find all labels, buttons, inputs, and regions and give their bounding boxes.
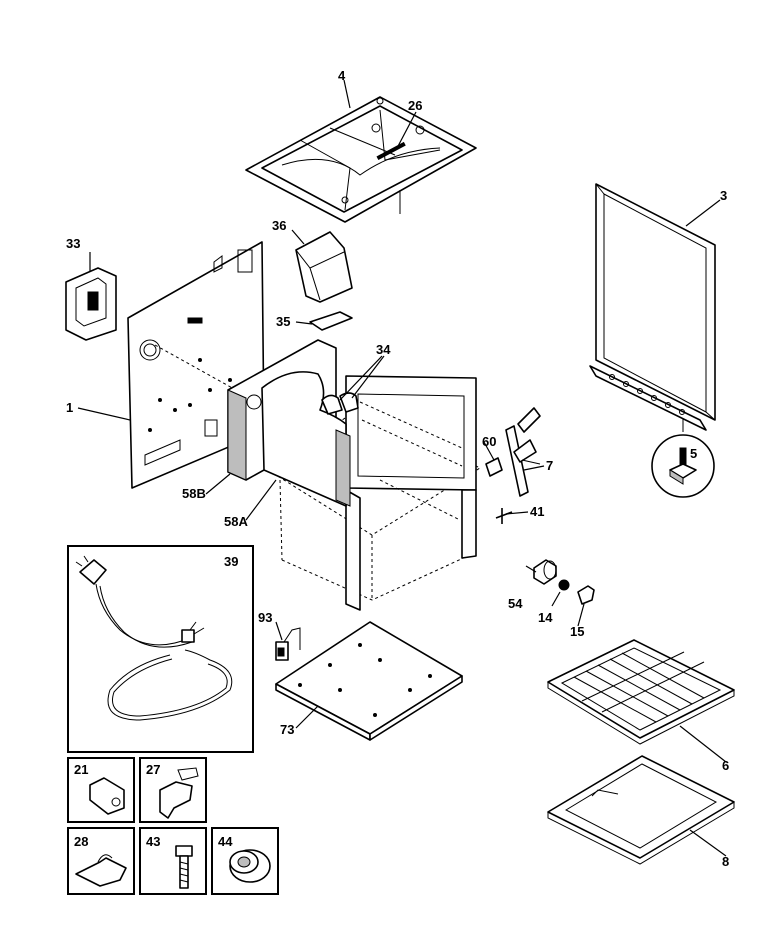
callout-43: 43	[146, 834, 160, 849]
callout-26: 26	[408, 98, 422, 113]
part-44-grommet-box	[211, 827, 279, 895]
callout-3: 3	[720, 188, 727, 203]
callout-39: 39	[224, 554, 238, 569]
callout-1: 1	[66, 400, 73, 415]
part-43-screw-box	[139, 827, 207, 895]
part-14-spring	[558, 579, 570, 591]
part-60-hinge-clip	[485, 457, 503, 477]
part-73-bottom-plate	[275, 621, 463, 741]
part-8-broiler-pan	[547, 755, 735, 865]
part-34-clips	[321, 392, 359, 415]
callout-60: 60	[482, 434, 496, 449]
callout-35: 35	[276, 314, 290, 329]
part-54-bezel	[533, 559, 557, 585]
part-15-knob	[577, 585, 595, 605]
part-21-clip-box	[67, 757, 135, 823]
callout-28: 28	[74, 834, 88, 849]
oven-body	[267, 375, 482, 611]
part-41-screw	[495, 508, 513, 524]
callout-4: 4	[338, 68, 346, 83]
part-58a-insulation	[261, 371, 351, 507]
callout-5: 5	[690, 446, 697, 461]
part-36-duct	[295, 231, 353, 303]
callout-8: 8	[722, 854, 729, 869]
part-28-clip-box	[67, 827, 135, 895]
callout-54: 54	[508, 596, 523, 611]
part-39-power-cord	[67, 545, 254, 753]
callout-58b: 58B	[182, 486, 206, 501]
part-93-switch	[275, 627, 301, 661]
callout-7: 7	[546, 458, 553, 473]
callout-41: 41	[530, 504, 544, 519]
callout-labels: 4 26 3 33 36 35 34 1 60 7 5 58B 58A 41 3…	[66, 68, 729, 869]
callout-27: 27	[146, 762, 160, 777]
callout-36: 36	[272, 218, 286, 233]
callout-15: 15	[570, 624, 584, 639]
part-27-clip-box	[139, 757, 207, 823]
part-5-leveling-leg	[651, 418, 715, 498]
callout-58a: 58A	[224, 514, 248, 529]
callout-33: 33	[66, 236, 80, 251]
callout-73: 73	[280, 722, 294, 737]
callout-44: 44	[218, 834, 233, 849]
part-33-bracket	[65, 267, 117, 341]
callout-21: 21	[74, 762, 88, 777]
callout-14: 14	[538, 610, 553, 625]
part-6-oven-rack	[547, 639, 735, 745]
part-4-top-panel	[245, 96, 477, 223]
callout-93: 93	[258, 610, 272, 625]
leader-lines	[77, 79, 727, 857]
callout-6: 6	[722, 758, 729, 773]
part-7-hinge	[505, 407, 541, 497]
part-3-side-panel	[589, 183, 716, 431]
callout-34: 34	[376, 342, 391, 357]
part-35-plate	[309, 311, 353, 331]
